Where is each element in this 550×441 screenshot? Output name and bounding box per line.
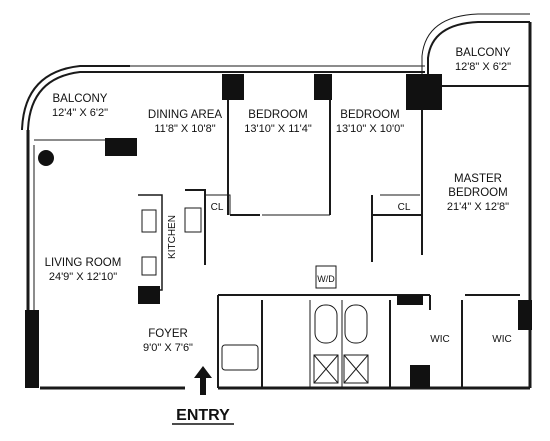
closet-1-label: CL [211, 202, 224, 213]
bedroom2-name: BEDROOM [340, 109, 399, 121]
dining-name: DINING AREA [148, 109, 222, 121]
balcony-right-name: BALCONY [456, 47, 511, 59]
wic-2-label: WIC [492, 334, 511, 345]
wic-1-label: WIC [430, 334, 449, 345]
master-name-line2: BEDROOM [448, 187, 507, 199]
bedroom1-dims: 13'10" X 11'4" [244, 123, 312, 135]
balcony-left-name: BALCONY [53, 93, 108, 105]
foyer-name: FOYER [148, 328, 188, 340]
living-name: LIVING ROOM [45, 257, 122, 269]
balcony-left-dims: 12'4" X 6'2" [52, 107, 108, 119]
bedroom2-dims: 13'10" X 10'0" [336, 123, 404, 135]
entry-arrow [194, 366, 212, 395]
master-name-line1: MASTER [454, 173, 502, 185]
entry-label: ENTRY [176, 407, 230, 424]
master-dims: 21'4" X 12'8" [447, 201, 509, 213]
living-dims: 24'9" X 12'10" [49, 271, 117, 283]
washer-dryer-label: W/D [317, 274, 335, 284]
balcony-right-dims: 12'8" X 6'2" [455, 61, 511, 73]
bedroom1-name: BEDROOM [248, 109, 307, 121]
wall-columns [25, 74, 532, 388]
closet-2-label: CL [398, 202, 411, 213]
kitchen-name: KITCHEN [167, 215, 178, 259]
foyer-dims: 9'0" X 7'6" [143, 342, 193, 354]
dining-dims: 11'8" X 10'8" [154, 123, 215, 135]
